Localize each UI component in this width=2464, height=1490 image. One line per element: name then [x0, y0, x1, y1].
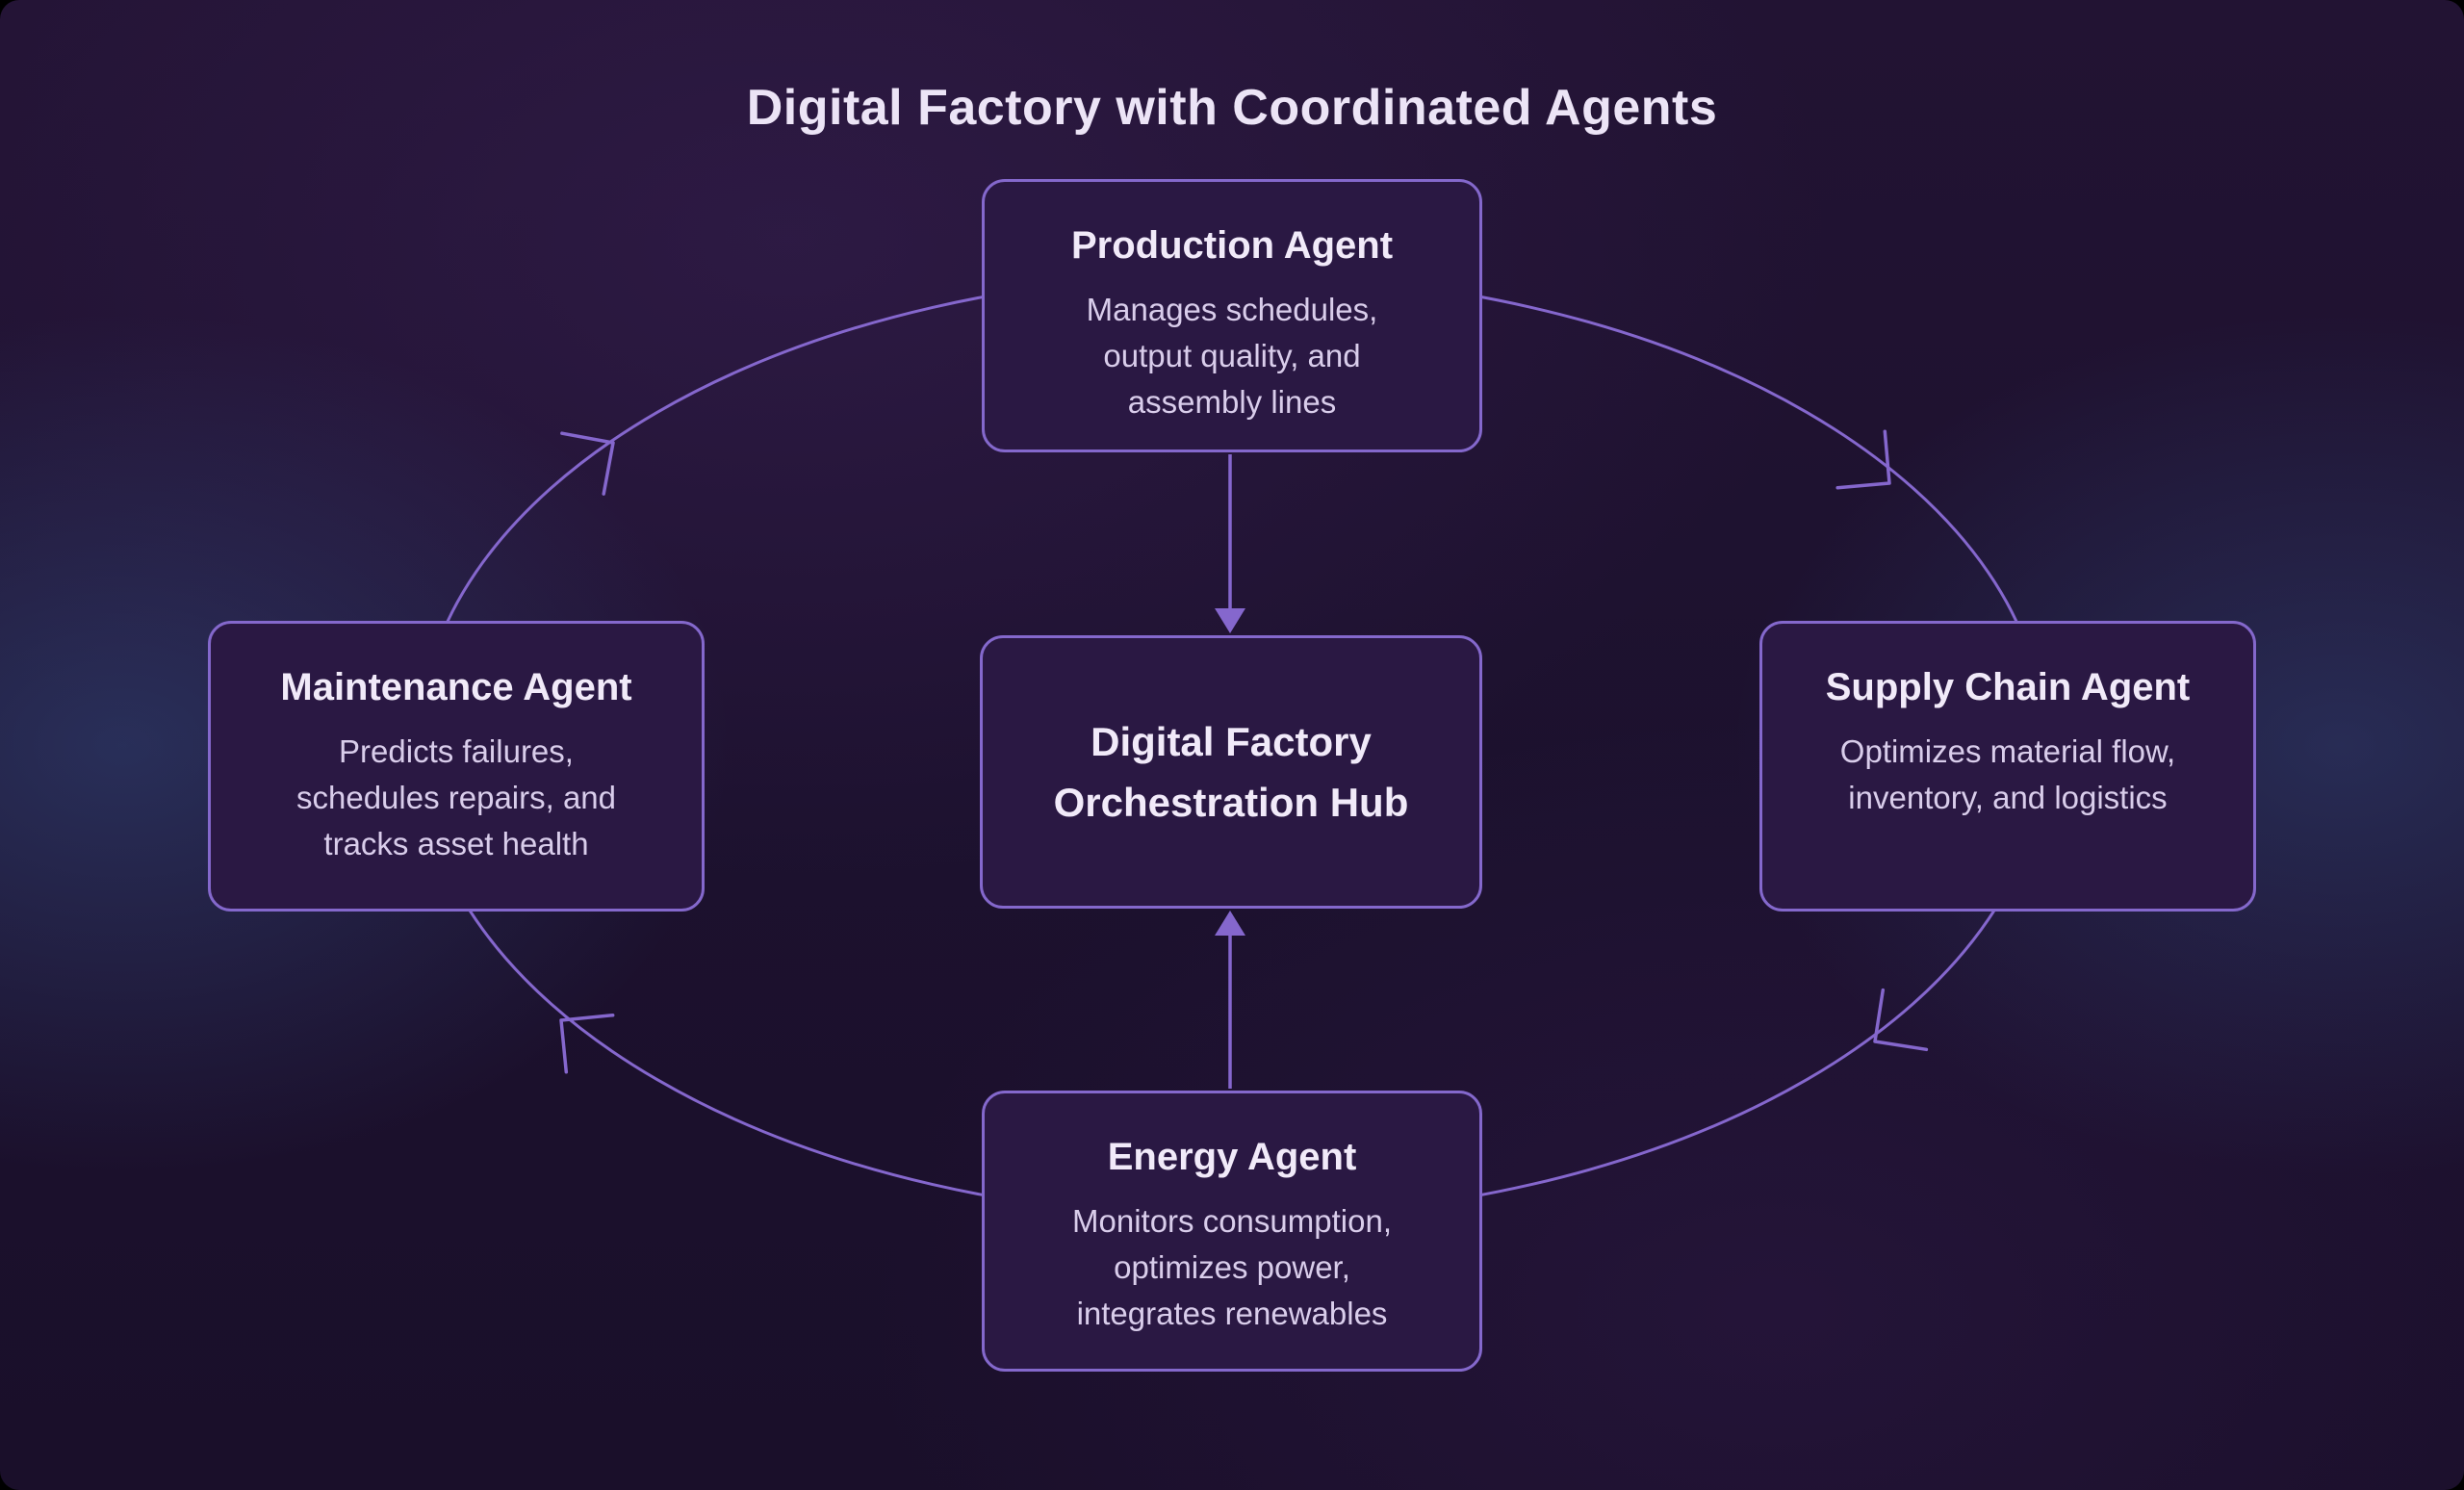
cycle-arrow-bottom-right-icon [1873, 988, 1929, 1052]
node-title: Production Agent [1070, 224, 1394, 267]
hub-label: Digital Factory Orchestration Hub [1053, 719, 1409, 825]
connector-production-to-hub [1215, 454, 1245, 633]
node-supply-chain-agent: Supply Chain Agent Optimizes material fl… [1759, 621, 2256, 912]
node-title: Maintenance Agent [280, 666, 632, 708]
node-maintenance-agent: Maintenance Agent Predicts failures, sch… [208, 621, 705, 912]
cycle-arrow-top-right-icon [1835, 429, 1891, 490]
cycle-arrow-bottom-left-icon [559, 1013, 615, 1074]
node-description: Monitors consumption, optimizes power, i… [1072, 1203, 1392, 1331]
diagram-title: Digital Factory with Coordinated Agents [746, 80, 1718, 136]
node-production-agent: Production Agent Manages schedules, outp… [982, 179, 1482, 452]
node-description: Optimizes material flow, inventory, and … [1839, 733, 2176, 815]
arrow-up-icon [1215, 911, 1245, 936]
node-title: Energy Agent [1107, 1136, 1357, 1178]
cycle-arrow-top-left-icon [560, 431, 615, 496]
node-energy-agent: Energy Agent Monitors consumption, optim… [982, 1091, 1482, 1372]
connector-energy-to-hub [1215, 911, 1245, 1089]
node-description: Manages schedules, output quality, and a… [1086, 292, 1378, 420]
node-orchestration-hub: Digital Factory Orchestration Hub [980, 635, 1482, 909]
node-title: Supply Chain Agent [1825, 666, 2191, 708]
node-description: Predicts failures, schedules repairs, an… [295, 733, 617, 861]
arrow-down-icon [1215, 608, 1245, 633]
